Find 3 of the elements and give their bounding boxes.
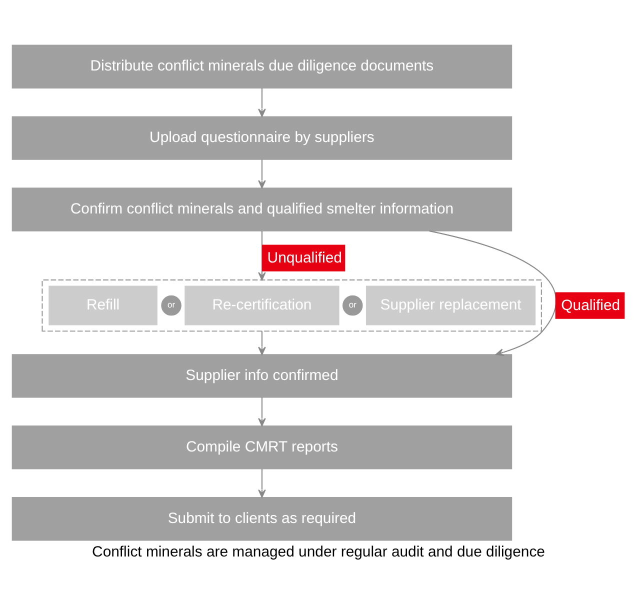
caption: Conflict minerals are managed under regular audit and due diligence [92, 542, 545, 560]
edge-label: Unqualified [267, 249, 342, 266]
edge-label: Qualified [561, 296, 620, 314]
